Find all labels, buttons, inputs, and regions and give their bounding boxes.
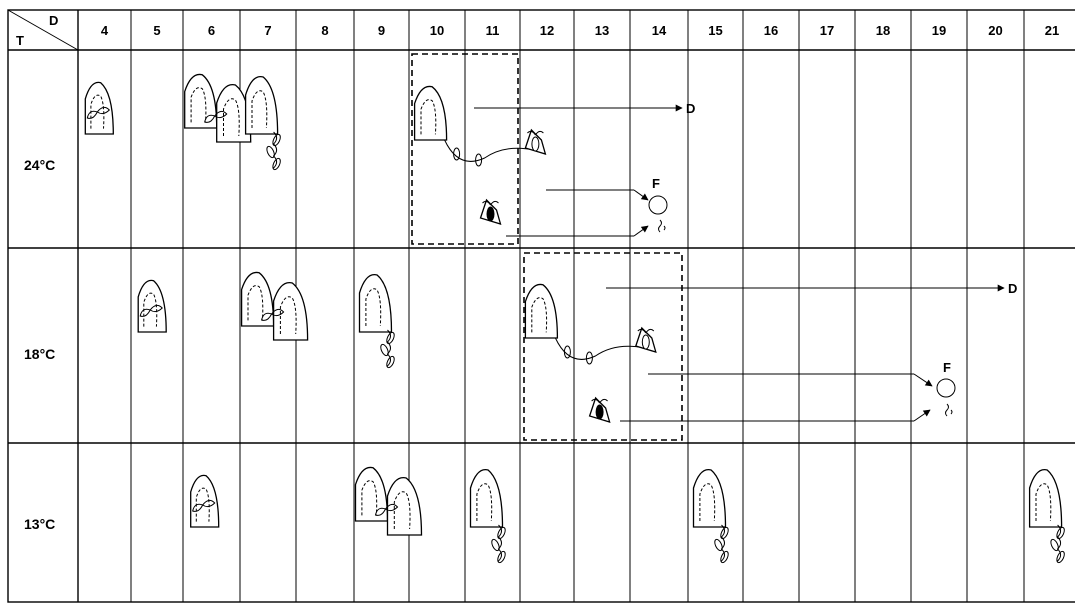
- row-label-13c: 13°C: [24, 516, 55, 532]
- spore-circle-24c: [649, 196, 667, 214]
- stage-budding-glyph: [191, 475, 219, 527]
- stage-twin-glyph: [242, 272, 308, 340]
- column-headers: 4 5 6 7 8 9 10 11 12 13 14 15 16 17 18 19 20 21: [101, 23, 1059, 38]
- stage-germling-glyph: [360, 275, 396, 369]
- dead-marker-18c: D: [1008, 281, 1017, 296]
- column-header: 21: [1045, 23, 1059, 38]
- arrow-to-fertile-24c-a-tip: [634, 190, 648, 200]
- fertile-marker-24c: F: [652, 176, 660, 191]
- arrows: [474, 108, 1004, 421]
- corner-col-symbol: D: [49, 13, 58, 28]
- stage-germling-glyph: [471, 470, 507, 564]
- column-header: 7: [264, 23, 271, 38]
- stage-twin-glyph: [185, 74, 251, 142]
- row-label-24c: 24°C: [24, 157, 55, 173]
- column-header: 6: [208, 23, 215, 38]
- stage-budding-glyph: [138, 280, 166, 332]
- sperm-icon-24c: [659, 220, 666, 232]
- fertile-marker-18c: F: [943, 360, 951, 375]
- column-header: 9: [378, 23, 385, 38]
- column-header: 4: [101, 23, 109, 38]
- column-header: 10: [430, 23, 444, 38]
- column-header: 11: [486, 23, 500, 38]
- column-header: 20: [988, 23, 1002, 38]
- stage-organ-glyph: [636, 328, 656, 352]
- stage-organ-filled-glyph: [590, 398, 610, 422]
- stage-budding-glyph: [85, 82, 113, 134]
- stage-drawings: [85, 74, 1066, 563]
- stage-germling-glyph: [1030, 470, 1066, 564]
- column-header: 14: [652, 23, 667, 38]
- stage-germling-glyph: [246, 77, 282, 171]
- column-header: 15: [708, 23, 722, 38]
- dead-marker-24c: D: [686, 101, 695, 116]
- stage-organ-glyph: [525, 130, 545, 154]
- stage-germling-tip-glyph: [415, 86, 535, 166]
- column-header: 18: [876, 23, 890, 38]
- column-header: 19: [932, 23, 946, 38]
- column-header: 5: [153, 23, 160, 38]
- column-header: 16: [764, 23, 778, 38]
- corner-row-symbol: T: [16, 33, 24, 48]
- spore-circle-18c: [937, 379, 955, 397]
- arrow-to-fertile-18c-b-tip: [914, 410, 930, 421]
- arrow-to-fertile-18c-a-tip: [914, 374, 932, 386]
- column-header: 17: [820, 23, 834, 38]
- stage-germling-tip-glyph: [525, 284, 645, 364]
- stage-organ-filled-glyph: [481, 200, 501, 224]
- column-header: 8: [321, 23, 328, 38]
- column-header: 13: [595, 23, 609, 38]
- arrow-to-fertile-24c-b-tip: [634, 226, 648, 236]
- stage-twin-glyph: [356, 467, 422, 535]
- row-label-18c: 18°C: [24, 346, 55, 362]
- sperm-icon-18c: [946, 404, 953, 416]
- column-header: 12: [540, 23, 554, 38]
- stage-germling-glyph: [694, 470, 730, 564]
